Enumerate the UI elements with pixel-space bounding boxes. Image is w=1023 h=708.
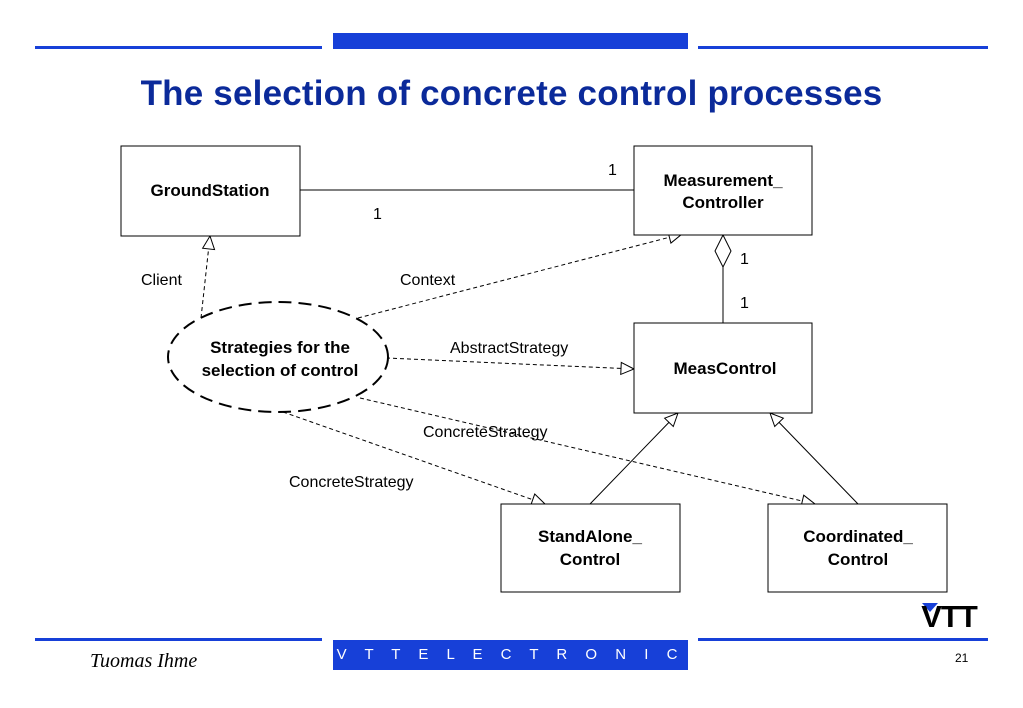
- standalone-control-label-2: Control: [560, 550, 620, 569]
- inheritance-standalone: [589, 412, 679, 505]
- header-rule-right: [698, 46, 988, 49]
- strategies-ellipse: [167, 301, 389, 413]
- header-band: [333, 33, 688, 49]
- measurement-controller-box: [633, 145, 813, 236]
- measurement-controller-label-1: Measurement_: [663, 171, 783, 190]
- meascontrol-label: MeasControl: [674, 359, 777, 378]
- footer-rule-left: [35, 638, 322, 641]
- multiplicity-meascontrol: 1: [740, 295, 749, 312]
- footer-rule-right: [698, 638, 988, 641]
- strategies-label-1: Strategies for the: [210, 338, 350, 357]
- groundstation-box: [120, 145, 301, 237]
- coordinated-control-label-1: Coordinated_: [803, 527, 913, 546]
- concrete-strategy-dependency-standalone: [282, 411, 547, 506]
- footer-band: V T T E L E C T R O N I C S: [333, 640, 688, 693]
- page-number: 21: [955, 651, 969, 665]
- coordinated-control-label-2: Control: [828, 550, 888, 569]
- multiplicity-controller-assoc: 1: [608, 162, 617, 179]
- strategies-label-2: selection of control: [202, 361, 359, 380]
- header-rule-left: [35, 46, 322, 49]
- client-dependency: [200, 234, 216, 319]
- context-label: Context: [400, 272, 456, 289]
- measurement-controller-label-2: Controller: [682, 193, 764, 212]
- meascontrol-box: [633, 322, 813, 414]
- standalone-control-label-1: StandAlone_: [538, 527, 642, 546]
- slide-title: The selection of concrete control proces…: [140, 74, 883, 113]
- logo-text: VTT: [921, 599, 978, 634]
- abstract-strategy-label: AbstractStrategy: [450, 340, 568, 357]
- coordinated-control-box: [767, 503, 948, 593]
- standalone-control-box: [500, 503, 681, 593]
- concrete-strategy-label-2: ConcreteStrategy: [289, 474, 414, 491]
- multiplicity-controller-aggregation: 1: [740, 251, 749, 268]
- inheritance-coordinated: [769, 412, 859, 505]
- vtt-logo: VTT: [916, 600, 982, 634]
- aggregation-diamond: [714, 233, 732, 269]
- logo-mark-icon: [922, 603, 938, 612]
- concrete-strategy-label-1: ConcreteStrategy: [423, 424, 548, 441]
- abstract-strategy-dependency: [385, 357, 636, 376]
- multiplicity-groundstation: 1: [373, 206, 382, 223]
- client-label: Client: [141, 272, 182, 289]
- concrete-strategy-dependency-coordinated: [359, 397, 817, 508]
- author-name: Tuomas Ihme: [90, 650, 198, 672]
- groundstation-label: GroundStation: [151, 181, 270, 200]
